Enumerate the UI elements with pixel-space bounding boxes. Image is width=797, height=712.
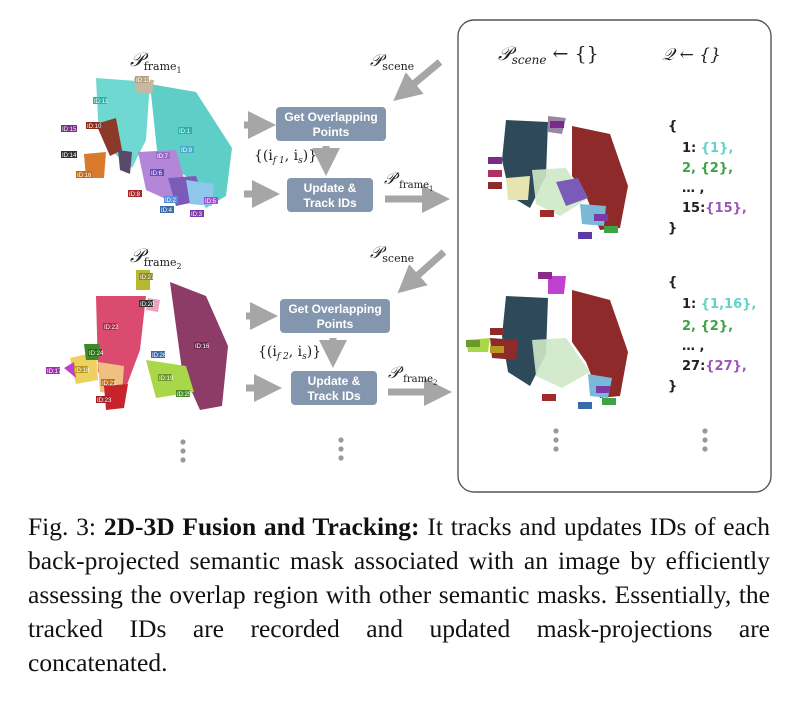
query-dict-2: { 1: {1,16}, 2, {2}, … , 27:{27}, } xyxy=(668,275,756,394)
query-panel-title: 𝒬 ← {} xyxy=(662,45,721,65)
svg-text:… ,: … , xyxy=(682,339,704,354)
svg-text:ID:15: ID:15 xyxy=(62,127,77,133)
svg-text:ID:20: ID:20 xyxy=(140,302,155,308)
svg-text:ID:5: ID:5 xyxy=(205,199,217,205)
svg-text:ID:22: ID:22 xyxy=(104,325,119,331)
svg-text:ID:2: ID:2 xyxy=(165,198,177,204)
svg-text:Update &: Update & xyxy=(304,181,357,195)
svg-text:… ,: … , xyxy=(682,181,704,196)
svg-text:ID:11: ID:11 xyxy=(94,99,109,105)
svg-text:15:{15},: 15:{15}, xyxy=(682,201,747,216)
fusion-tracking-figure: 𝒫scene ← {} 𝒬 ← {} 𝒫frame1 𝒫scene ID:13 … xyxy=(46,19,772,493)
query-dict-1: { 1: {1}, 2, {2}, … , 15:{15}, } xyxy=(668,119,747,236)
frame2-id-tags: ID:27 ID:20 ID:22 ID:16 ID:26 ID:24 ID:1… xyxy=(46,273,210,404)
caption-text: It tracks and updates IDs of each back-p… xyxy=(28,512,771,677)
svg-text:Update &: Update & xyxy=(308,374,361,388)
svg-text:ID:16: ID:16 xyxy=(77,173,92,179)
caption-title: 2D-3D Fusion and Tracking: xyxy=(103,512,420,541)
svg-text:ID:3: ID:3 xyxy=(191,212,203,218)
svg-text:{: { xyxy=(668,119,677,134)
svg-text:}: } xyxy=(668,221,677,236)
p-frame1-label: 𝒫frame1 xyxy=(130,49,182,75)
svg-text:2, {2},: 2, {2}, xyxy=(682,319,733,334)
svg-text:ID:27: ID:27 xyxy=(140,275,155,281)
svg-text:ID:10: ID:10 xyxy=(87,124,102,130)
svg-text:}: } xyxy=(668,379,677,394)
svg-text:{: { xyxy=(668,275,677,290)
svg-text:ID:1: ID:1 xyxy=(179,129,191,135)
svg-text:ID:21: ID:21 xyxy=(102,381,117,387)
continuation-dots xyxy=(180,428,708,463)
svg-text:Get Overlapping: Get Overlapping xyxy=(284,110,377,124)
svg-text:Points: Points xyxy=(313,125,350,139)
row2-arrows xyxy=(246,249,452,406)
get-overlapping-box-2: Get Overlapping Points xyxy=(280,299,390,333)
svg-text:ID:8: ID:8 xyxy=(129,192,141,198)
svg-text:Track IDs: Track IDs xyxy=(303,196,357,210)
svg-text:ID:17: ID:17 xyxy=(47,369,62,375)
svg-text:ID:9: ID:9 xyxy=(181,148,193,154)
index-pair-2: {(if 2, is)} xyxy=(258,344,321,362)
scene-panel xyxy=(457,19,772,493)
svg-text:Track IDs: Track IDs xyxy=(307,389,361,403)
caption-prefix: Fig. 3: xyxy=(28,512,104,541)
svg-text:ID:4: ID:4 xyxy=(161,208,173,214)
svg-text:ID:16: ID:16 xyxy=(195,344,210,350)
svg-text:ID:7: ID:7 xyxy=(157,154,169,160)
svg-text:ID:26: ID:26 xyxy=(152,353,167,359)
svg-text:ID:14: ID:14 xyxy=(62,153,77,159)
scene2-id-tags xyxy=(466,272,616,409)
svg-text:1: {1},: 1: {1}, xyxy=(682,141,733,156)
get-overlapping-box-1: Get Overlapping Points xyxy=(276,107,386,141)
p-scene-top-label: 𝒫scene xyxy=(370,51,414,73)
p-frame2-label: 𝒫frame2 xyxy=(130,245,182,271)
svg-text:ID:13: ID:13 xyxy=(136,78,151,84)
svg-text:ID:24: ID:24 xyxy=(89,351,104,357)
svg-text:ID:18: ID:18 xyxy=(75,368,90,374)
scene2-pointcloud xyxy=(466,276,628,398)
figure-caption: Fig. 3: 2D-3D Fusion and Tracking: It tr… xyxy=(28,510,770,680)
svg-text:27:{27},: 27:{27}, xyxy=(682,359,747,374)
update-track-box-1: Update & Track IDs xyxy=(287,178,373,212)
p-scene-mid-label: 𝒫scene xyxy=(370,243,414,265)
scene1-id-tags xyxy=(488,121,618,239)
svg-text:ID:6: ID:6 xyxy=(151,171,163,177)
p-prime-frame1-label: 𝒫′frame1 xyxy=(384,169,433,193)
frame1-id-tags: ID:13 ID:1 ID:11 ID:15 ID:14 ID:16 ID:8 … xyxy=(61,76,218,218)
update-track-box-2: Update & Track IDs xyxy=(291,371,377,405)
svg-text:ID:25: ID:25 xyxy=(177,392,192,398)
index-pair-1: {(if 1, is)} xyxy=(254,148,317,166)
frame2-pointcloud xyxy=(64,270,228,410)
row1-arrows xyxy=(244,59,450,213)
p-prime-frame2-label: 𝒫′frame2 xyxy=(388,363,437,387)
svg-text:2, {2},: 2, {2}, xyxy=(682,161,733,176)
svg-text:ID:19: ID:19 xyxy=(159,376,174,382)
svg-text:Points: Points xyxy=(317,317,354,331)
svg-text:Get Overlapping: Get Overlapping xyxy=(288,302,381,316)
svg-text:1: {1,16},: 1: {1,16}, xyxy=(682,297,756,312)
svg-text:ID:23: ID:23 xyxy=(97,398,112,404)
scene-panel-title: 𝒫scene ← {} xyxy=(498,43,599,67)
